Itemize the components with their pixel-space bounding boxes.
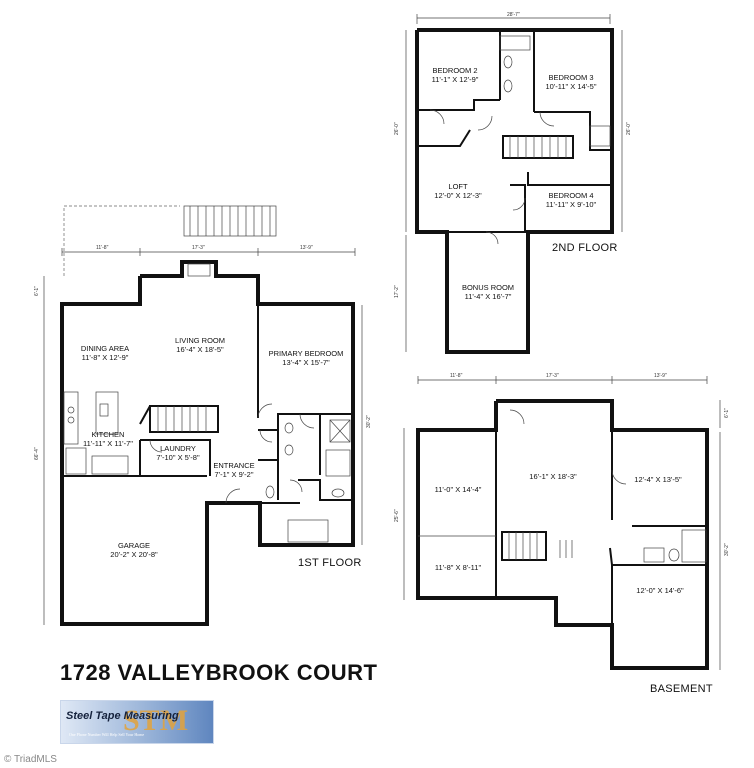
dim-1f-e: 66'-4" — [34, 447, 40, 460]
basement-label: BASEMENT — [650, 683, 713, 695]
logo-mark: STM — [123, 704, 189, 737]
dim-b-f: 30'-2" — [724, 543, 730, 556]
dining-area-name: DINING AREA — [81, 344, 129, 353]
bedroom-2-name: BEDROOM 2 — [432, 66, 477, 75]
kitchen-size: 11'-11" X 11'-7" — [83, 439, 133, 448]
primary-bedroom-name: PRIMARY BEDROOM — [269, 349, 344, 358]
basement-plan: 11'-8" 17'-3" 13'-9" 6'-1" 25'-6" 30'-2"… — [394, 373, 730, 695]
dim-b-e: 25'-6" — [394, 509, 400, 522]
dim-2f-top: 28'-7" — [507, 12, 520, 18]
entrance-size: 7'-1" X 9'-2" — [214, 470, 253, 479]
dim-b-b: 17'-3" — [546, 373, 559, 379]
dim-b-d: 6'-1" — [724, 408, 730, 418]
dim-1f-c: 13'-9" — [300, 245, 313, 251]
basement-room-3-size: 12'-4" X 13'-5" — [634, 475, 682, 484]
bedroom-4-size: 11'-11" X 9'-10" — [546, 200, 597, 209]
second-floor-label: 2ND FLOOR — [552, 242, 618, 254]
logo-tagline: One Phone Number Will Help Sell Your Hom… — [69, 732, 145, 737]
kitchen-name: KITCHEN — [92, 430, 125, 439]
primary-bedroom-size: 13'-4" X 15'-7" — [282, 358, 330, 367]
loft-size: 12'-0" X 12'-3" — [434, 191, 482, 200]
dining-area-size: 11'-8" X 12'-9" — [82, 353, 129, 362]
dim-2f-bonus: 17'-2" — [394, 285, 400, 298]
entrance-name: ENTRANCE — [213, 461, 254, 470]
first-floor-label: 1ST FLOOR — [298, 557, 362, 569]
first-floor-plan: 11'-8" 17'-3" 13'-9" 6'-1" 66'-4" 30'-2" — [34, 205, 372, 626]
bedroom-3-size: 10'-11" X 14'-5" — [546, 82, 597, 91]
logo-company-name: Steel Tape Measuring — [66, 710, 179, 722]
property-address: 1728 VALLEYBROOK COURT — [60, 660, 378, 685]
steel-tape-measuring-logo: STM Steel Tape Measuring One Phone Numbe… — [60, 700, 214, 744]
loft-name: LOFT — [448, 182, 468, 191]
basement-room-1-size: 11'-0" X 14'-4" — [435, 485, 482, 494]
dim-b-c: 13'-9" — [654, 373, 667, 379]
dim-2f-left: 26'-0" — [394, 122, 400, 135]
dim-1f-a: 11'-8" — [96, 245, 109, 251]
dim-2f-right: 26'-0" — [626, 122, 632, 135]
living-room-name: LIVING ROOM — [175, 336, 225, 345]
dim-1f-f: 30'-2" — [366, 415, 372, 428]
second-floor-plan: 28'-7" 26'-0" 26'-0" 17'-2" BEDR — [394, 12, 632, 354]
triadmls-credit: © TriadMLS — [4, 754, 57, 765]
dim-1f-b: 17'-3" — [192, 245, 205, 251]
laundry-name: LAUNDRY — [160, 444, 196, 453]
basement-room-2-size: 16'-1" X 18'-3" — [529, 472, 577, 481]
basement-room-5-size: 12'-0" X 14'-6" — [636, 586, 684, 595]
dim-b-a: 11'-8" — [450, 373, 463, 379]
bedroom-3-name: BEDROOM 3 — [548, 73, 593, 82]
dim-1f-d: 6'-1" — [34, 286, 40, 296]
bedroom-4-name: BEDROOM 4 — [548, 191, 593, 200]
garage-size: 20'-2" X 20'-8" — [110, 550, 158, 559]
bonus-room-name: BONUS ROOM — [462, 283, 514, 292]
garage-name: GARAGE — [118, 541, 150, 550]
bonus-room-size: 11'-4" X 16'-7" — [465, 292, 512, 301]
laundry-size: 7'-10" X 5'-8" — [156, 453, 200, 462]
bedroom-2-size: 11'-1" X 12'-9" — [432, 75, 479, 84]
basement-room-4-size: 11'-8" X 8'-11" — [435, 563, 482, 572]
living-room-size: 16'-4" X 18'-5" — [176, 345, 224, 354]
